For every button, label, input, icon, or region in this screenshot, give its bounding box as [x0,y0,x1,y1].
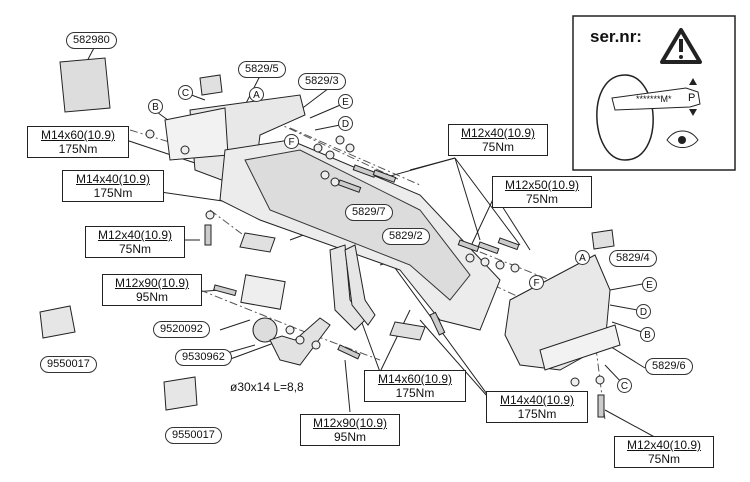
spec-torque: 95Nm [135,290,168,304]
spec-size: M12x40(10.9) [626,438,702,452]
part-number-9530962: 9530962 [175,349,232,366]
callout-d-right: D [636,304,651,319]
part-number-9550017-bottom: 9550017 [165,427,222,444]
part-number-9520092: 9520092 [153,321,210,338]
part-number-9550017-left: 9550017 [40,356,97,373]
spec-m12x90-left: M12x90(10.9) 95Nm [102,274,202,306]
callout-e-right: E [642,277,657,292]
callout-e-left: E [338,94,353,109]
callout-b-left: B [148,99,163,114]
spec-m12x40-left: M12x40(10.9) 75Nm [85,226,185,258]
callout-a-right: A [575,250,590,265]
spec-size: M12x90(10.9) [312,416,388,430]
callout-c-right: C [617,378,632,393]
callout-f-left: F [284,134,299,149]
spec-size: M12x40(10.9) [460,126,536,140]
spec-size: M14x40(10.9) [499,393,575,407]
part-number-5829-6: 5829/6 [645,358,693,375]
serial-mark: P [688,92,696,104]
callout-d-left: D [338,116,353,131]
part-number-5829-2: 5829/2 [382,228,430,245]
spec-torque: 175Nm [517,407,557,421]
spec-m12x90-bottom: M12x90(10.9) 95Nm [300,414,400,446]
callout-c-left: C [178,85,193,100]
callout-b-right: B [640,327,655,342]
spec-torque: 75Nm [118,242,151,256]
spec-m14x60-left: M14x60(10.9) 175Nm [27,126,129,158]
part-number-5829-4: 5829/4 [609,250,657,267]
spec-size: M12x40(10.9) [97,228,173,242]
spec-m14x60-mid: M14x60(10.9) 175Nm [364,370,466,402]
serial-stamp: *******M* [636,94,672,104]
spec-torque: 175Nm [395,386,435,400]
serial-title: ser.nr: [590,27,642,46]
spec-torque: 75Nm [481,140,514,154]
spec-m14x40-bottom: M14x40(10.9) 175Nm [486,391,588,423]
part-number-582980: 582980 [66,32,117,49]
spec-torque: 95Nm [333,430,366,444]
spec-torque: 175Nm [58,142,98,156]
callout-f-right: F [529,275,544,290]
part-number-5829-5: 5829/5 [238,61,286,78]
spec-size: M12x50(10.9) [504,178,580,192]
pin-dimension-note: ø30x14 L=8,8 [230,380,304,394]
spec-size: M14x60(10.9) [40,128,116,142]
spec-size: M12x90(10.9) [114,276,190,290]
spec-torque: 175Nm [93,186,133,200]
spec-size: M14x40(10.9) [75,172,151,186]
part-number-5829-7: 5829/7 [345,204,393,221]
callout-a-left: A [249,87,264,102]
spec-torque: 75Nm [647,452,680,466]
spec-m12x40-bottom-right: M12x40(10.9) 75Nm [614,436,714,468]
spec-size: M14x60(10.9) [377,372,453,386]
spec-m14x40-left: M14x40(10.9) 175Nm [62,170,164,202]
part-number-5829-3: 5829/3 [298,73,346,90]
spec-m12x40-top: M12x40(10.9) 75Nm [448,124,548,156]
spec-torque: 75Nm [525,192,558,206]
spec-m12x50-right: M12x50(10.9) 75Nm [492,176,592,208]
